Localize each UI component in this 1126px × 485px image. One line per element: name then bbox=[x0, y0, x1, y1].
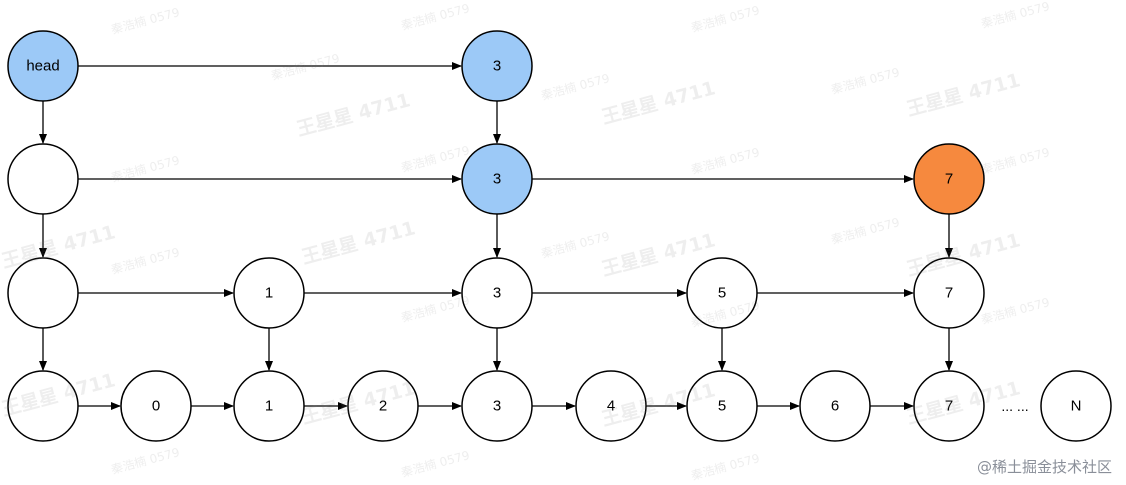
node-label: head bbox=[26, 58, 59, 75]
node-l0_6: 6 bbox=[799, 370, 871, 442]
node-l0_N: N bbox=[1040, 370, 1112, 442]
node-label: 1 bbox=[265, 285, 273, 302]
node-l0_4: 4 bbox=[575, 370, 647, 442]
node-circle bbox=[575, 370, 647, 442]
node-circle bbox=[461, 30, 533, 102]
node-circle bbox=[686, 257, 758, 329]
node-label: 5 bbox=[718, 285, 726, 302]
edges bbox=[39, 62, 953, 410]
node-l0_0: 0 bbox=[120, 370, 192, 442]
node-circle bbox=[233, 370, 305, 442]
node-circle bbox=[7, 143, 79, 215]
node-l3_3: 3 bbox=[461, 30, 533, 102]
node-label: 6 bbox=[831, 398, 839, 415]
node-label: 0 bbox=[152, 398, 160, 415]
node-label: 7 bbox=[945, 171, 953, 188]
node-l1_3: 3 bbox=[461, 257, 533, 329]
node-h0 bbox=[7, 370, 79, 442]
node-label: 1 bbox=[265, 398, 273, 415]
node-circle bbox=[7, 30, 79, 102]
node-label: 3 bbox=[493, 58, 501, 75]
node-circle bbox=[233, 257, 305, 329]
node-l0_5: 5 bbox=[686, 370, 758, 442]
node-label: 7 bbox=[945, 398, 953, 415]
node-circle bbox=[686, 370, 758, 442]
node-l1_7: 7 bbox=[913, 257, 985, 329]
node-label: 3 bbox=[493, 285, 501, 302]
node-l2_7: 7 bbox=[913, 143, 985, 215]
node-circle bbox=[799, 370, 871, 442]
node-circle bbox=[913, 370, 985, 442]
credit-label: @稀土掘金技术社区 bbox=[976, 458, 1112, 476]
node-l0_2: 2 bbox=[347, 370, 419, 442]
node-label: N bbox=[1071, 398, 1082, 415]
node-label: 7 bbox=[945, 285, 953, 302]
node-circle bbox=[461, 143, 533, 215]
node-circle bbox=[347, 370, 419, 442]
node-l1_5: 5 bbox=[686, 257, 758, 329]
node-l2_3: 3 bbox=[461, 143, 533, 215]
node-label: 3 bbox=[493, 171, 501, 188]
node-label: 5 bbox=[718, 398, 726, 415]
node-l0_7: 7 bbox=[913, 370, 985, 442]
node-circle bbox=[461, 257, 533, 329]
node-l1_1: 1 bbox=[233, 257, 305, 329]
node-circle bbox=[7, 370, 79, 442]
node-circle bbox=[7, 257, 79, 329]
node-h2 bbox=[7, 143, 79, 215]
node-label: 2 bbox=[379, 398, 387, 415]
node-l0_1: 1 bbox=[233, 370, 305, 442]
node-h3: head bbox=[7, 30, 79, 102]
node-circle bbox=[913, 257, 985, 329]
node-h1 bbox=[7, 257, 79, 329]
node-circle bbox=[913, 143, 985, 215]
node-circle bbox=[120, 370, 192, 442]
node-circle bbox=[461, 370, 533, 442]
node-label: 3 bbox=[493, 398, 501, 415]
ellipsis-label: ... ... bbox=[1001, 398, 1028, 414]
node-l0_3: 3 bbox=[461, 370, 533, 442]
node-circle bbox=[1040, 370, 1112, 442]
node-label: 4 bbox=[607, 398, 615, 415]
